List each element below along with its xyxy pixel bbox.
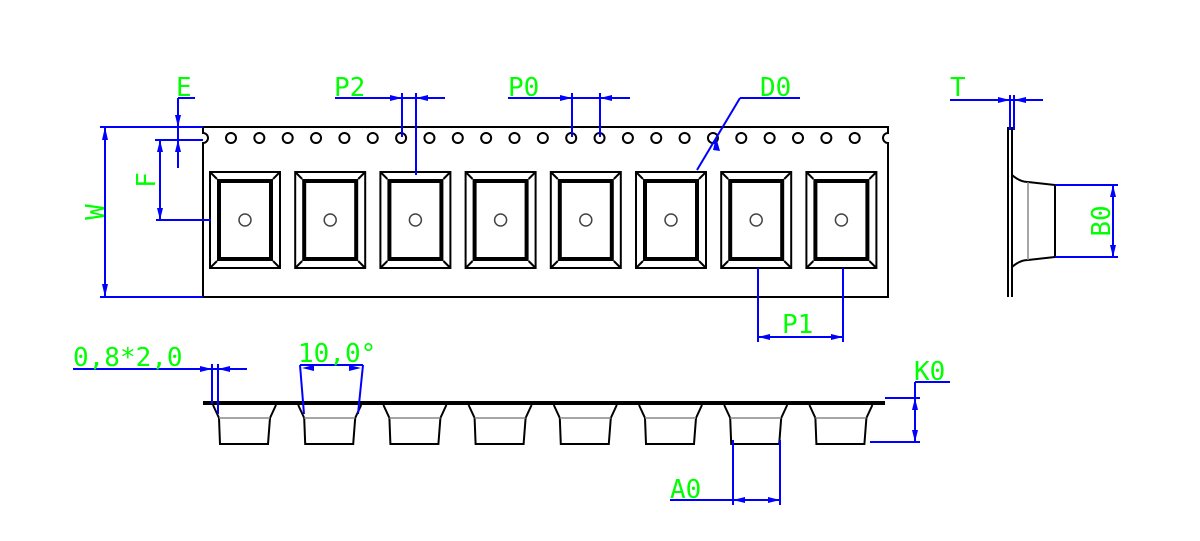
dim-P0: P0 <box>508 73 630 137</box>
pocket-center-hole <box>834 213 849 227</box>
sprocket-hole <box>650 132 663 144</box>
tape-end-view <box>1007 127 1056 297</box>
pocket-bevel <box>805 171 878 269</box>
pocket-bevel <box>209 171 281 269</box>
pocket-center-hole <box>238 213 252 227</box>
dim-E: E <box>155 73 203 168</box>
side-pocket <box>212 404 277 445</box>
side-pocket <box>297 404 363 445</box>
pocket-inner <box>728 179 785 261</box>
pockets-side <box>212 404 874 445</box>
dim-W: W <box>81 126 203 298</box>
label-hole-size: 0,8*2,0 <box>73 343 183 373</box>
pocket-bevel <box>720 171 792 269</box>
side-pocket <box>723 404 789 445</box>
label-F: F <box>132 172 162 188</box>
label-A0: A0 <box>670 475 701 505</box>
pocket-bevel <box>294 171 366 269</box>
label-D0: D0 <box>760 73 791 103</box>
pocket-outer <box>464 171 537 269</box>
dim-P1: P1 <box>757 268 844 342</box>
pocket <box>379 171 452 269</box>
pocket <box>805 171 878 269</box>
dim-hole-size: 0,8*2,0 <box>73 343 247 414</box>
sprocket-hole <box>253 132 266 144</box>
sprocket-hole <box>792 132 804 144</box>
pocket-inner <box>387 179 444 261</box>
sprocket-hole <box>225 132 237 144</box>
sprocket-hole <box>310 132 323 144</box>
sprocket-hole <box>423 132 436 144</box>
pocket-bevel <box>379 171 452 269</box>
label-P0: P0 <box>508 73 539 103</box>
pocket-outer <box>635 171 707 269</box>
label-P1: P1 <box>782 310 813 340</box>
side-pocket <box>808 404 874 445</box>
sprocket-hole <box>480 132 493 144</box>
sprocket-hole <box>536 132 549 144</box>
pocket <box>464 171 537 269</box>
pocket <box>294 171 367 269</box>
pocket-inner <box>643 179 699 261</box>
pocket <box>635 171 707 269</box>
pocket-center-hole <box>664 213 678 227</box>
label-angle: 10,0° <box>298 339 376 369</box>
pocket-bevel <box>464 171 537 269</box>
dim-D0: D0 <box>696 73 800 171</box>
pocket-outer <box>294 171 367 269</box>
side-pocket <box>382 404 448 445</box>
sprocket-hole <box>451 132 464 144</box>
sprocket-hole <box>678 132 691 144</box>
sprocket-hole <box>820 132 833 144</box>
sprocket-hole <box>366 132 379 144</box>
pocket-center-hole <box>408 213 423 227</box>
pocket-center-hole <box>579 213 593 227</box>
pockets-top <box>209 171 878 269</box>
pocket-bevel <box>635 171 707 269</box>
sprocket-hole <box>848 132 861 144</box>
pocket-outer <box>549 171 622 269</box>
dim-A0: A0 <box>670 440 781 505</box>
dim-T: T <box>950 73 1043 130</box>
label-W: W <box>81 204 111 220</box>
tape-side-view <box>203 401 885 445</box>
pocket-outer <box>720 171 793 269</box>
label-E: E <box>176 73 192 103</box>
sprocket-hole <box>735 132 748 144</box>
pocket-inner <box>302 179 359 261</box>
pocket <box>209 171 281 269</box>
sprocket-holes <box>225 132 861 144</box>
dim-P2: P2 <box>334 73 445 175</box>
side-pocket <box>467 404 533 445</box>
sprocket-hole <box>621 132 634 144</box>
sprocket-hole <box>508 132 521 144</box>
sprocket-hole <box>281 132 294 144</box>
sprocket-hole <box>763 132 776 144</box>
pocket-inner <box>557 179 614 261</box>
label-T: T <box>950 73 966 103</box>
pocket-outer <box>805 171 878 269</box>
pocket-inner <box>217 179 273 261</box>
dim-K0: K0 <box>870 357 950 443</box>
side-pocket <box>638 404 703 445</box>
dim-angle: 10,0° <box>298 339 376 415</box>
sprocket-hole <box>338 132 351 144</box>
label-B0: B0 <box>1087 205 1117 236</box>
pocket <box>720 171 793 269</box>
pocket-bevel <box>550 171 622 269</box>
pocket-center-hole <box>749 213 763 227</box>
pocket-inner <box>813 179 870 261</box>
pocket-inner <box>472 179 529 261</box>
pocket-center-hole <box>493 213 508 227</box>
dim-F: F <box>132 140 211 221</box>
side-pocket <box>552 404 618 445</box>
label-K0: K0 <box>914 357 945 387</box>
pocket-center-hole <box>323 213 337 227</box>
tape-top-view <box>202 126 889 298</box>
pocket <box>549 171 622 269</box>
dim-B0: B0 <box>1055 184 1118 258</box>
label-P2: P2 <box>334 73 365 103</box>
